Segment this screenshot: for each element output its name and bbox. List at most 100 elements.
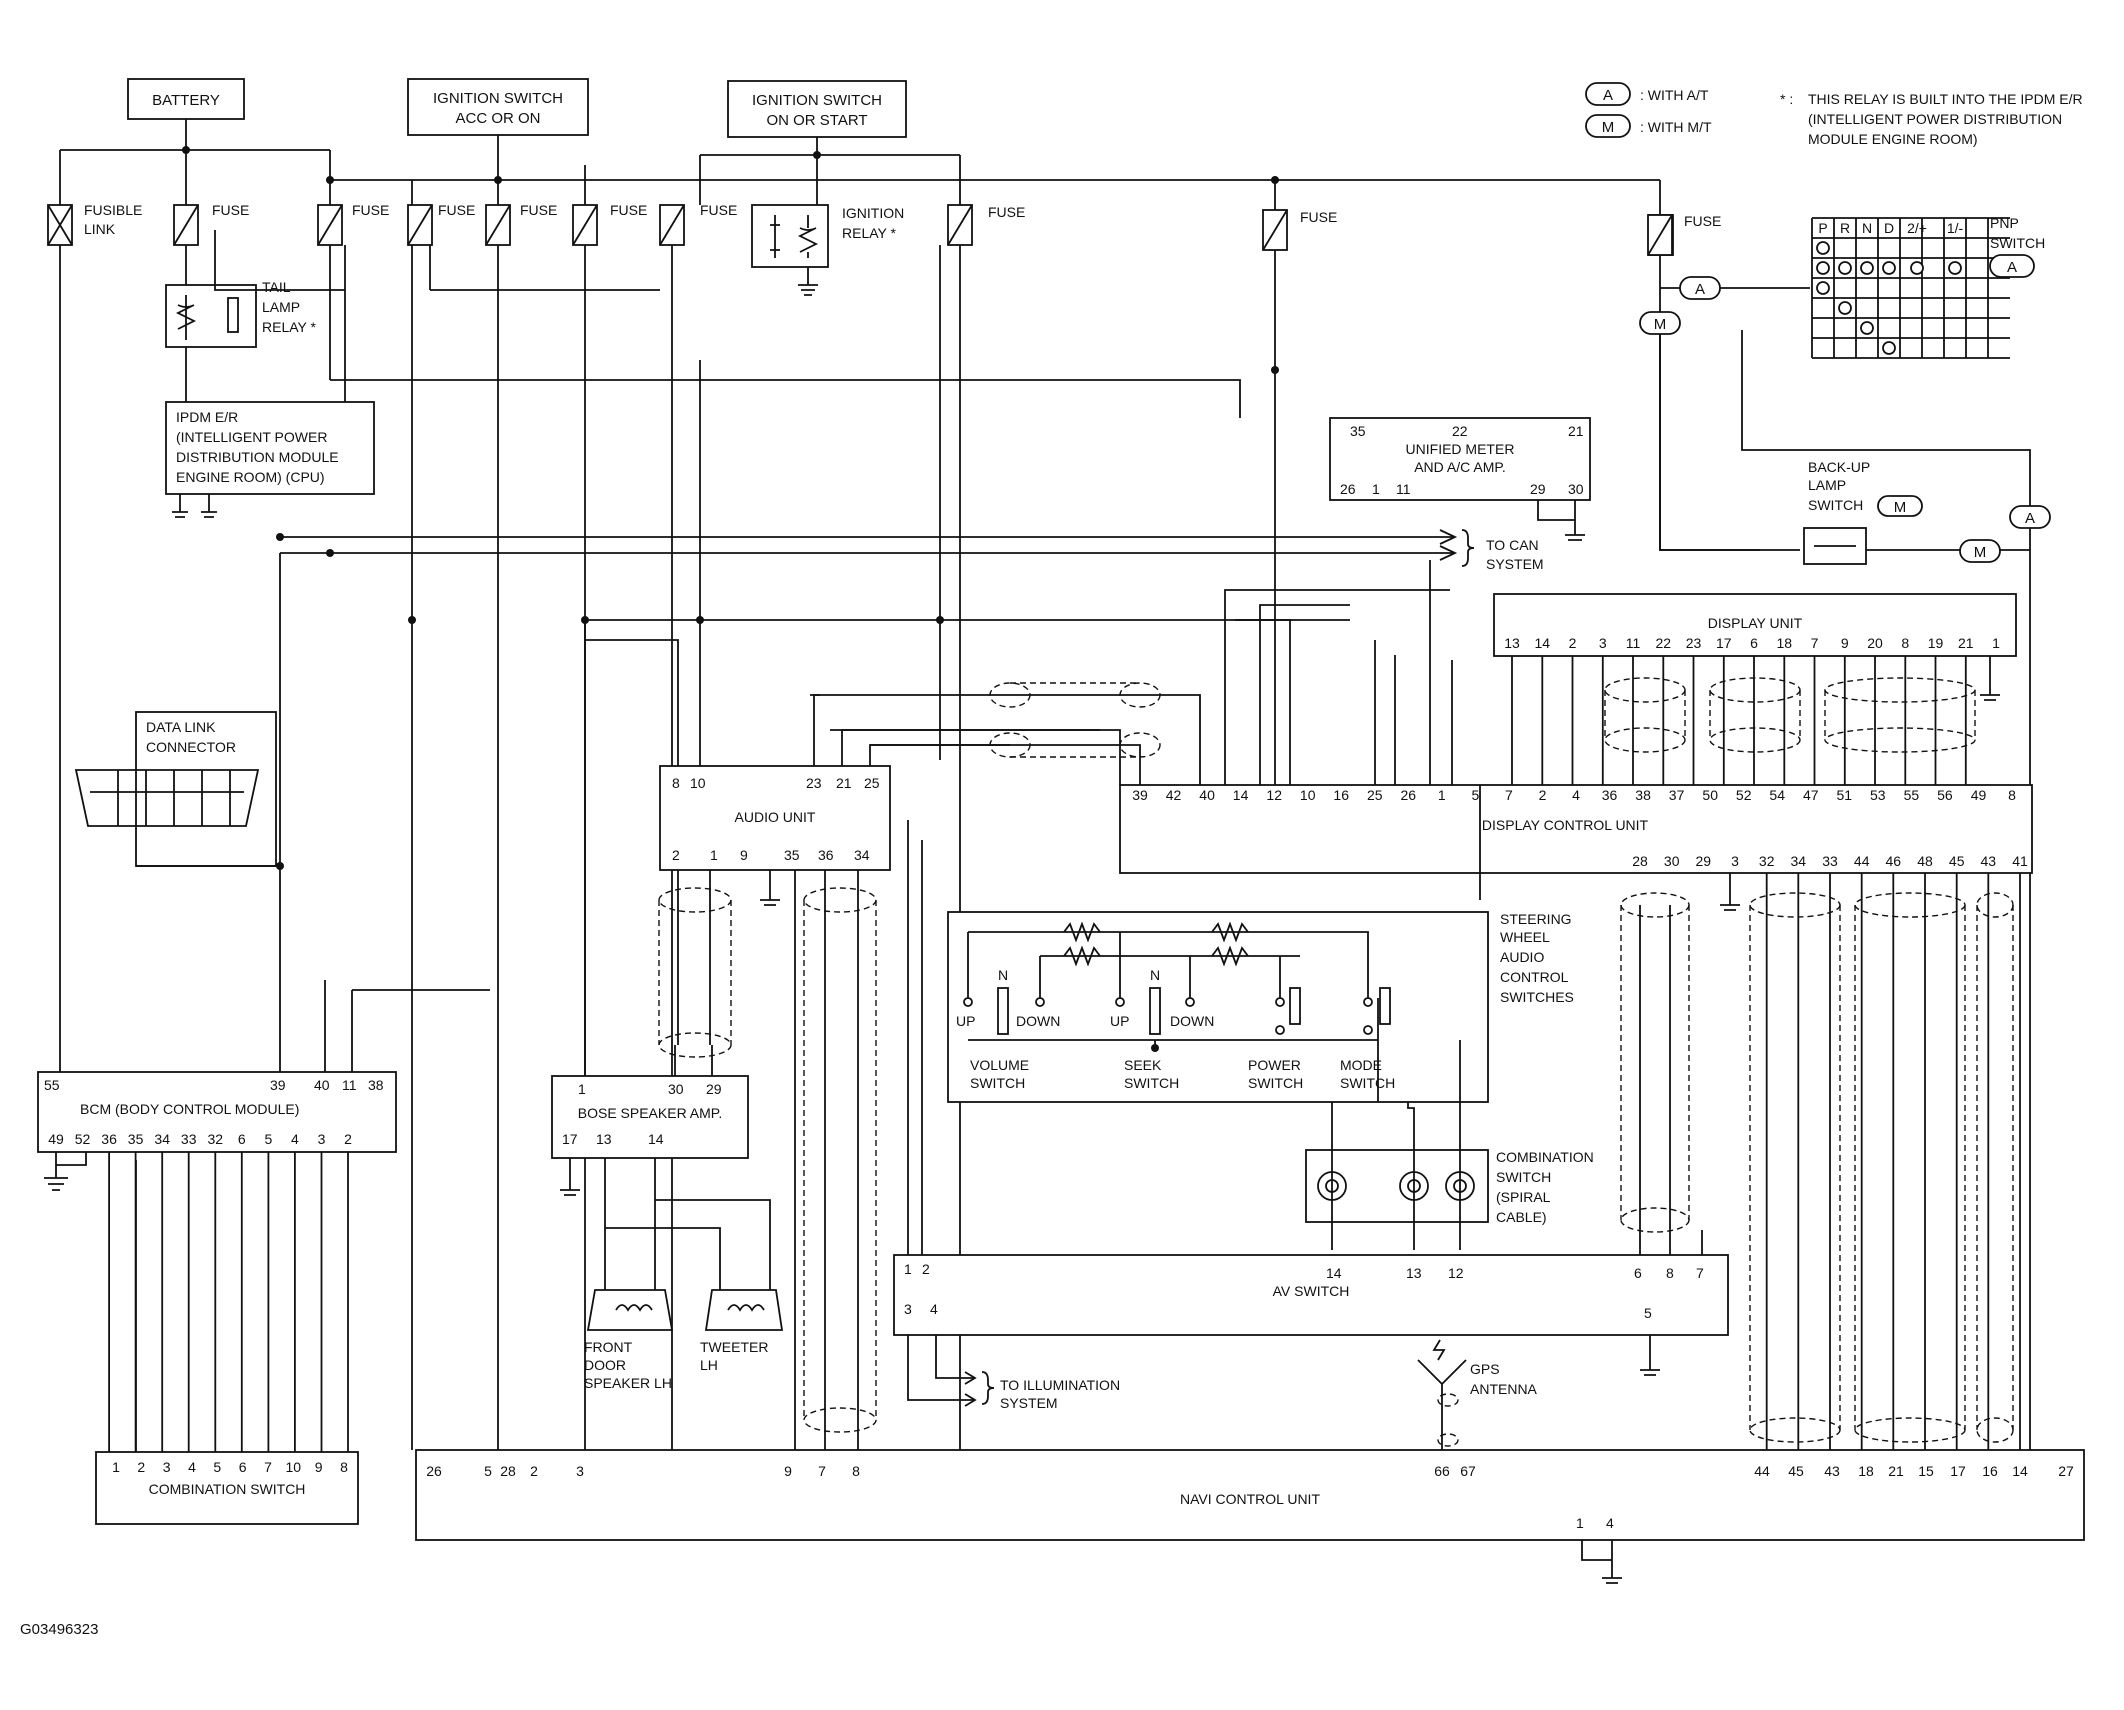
pnp-contact [1838,301,1852,315]
pin-label: 45 [1949,853,1965,869]
svg-text:A: A [2025,510,2035,527]
pin-label: 36 [1602,787,1618,803]
data-link-connector: DATA LINK CONNECTOR [74,711,277,867]
at-mt-tags: A M A M [1639,276,2051,563]
pin-label: 7 [264,1459,272,1475]
svg-text:SEEK: SEEK [1124,1057,1162,1073]
svg-text:8: 8 [672,775,680,791]
svg-text:ANTENNA: ANTENNA [1470,1381,1538,1397]
svg-text:FUSE: FUSE [988,204,1025,220]
pin-label: 41 [2012,853,2028,869]
svg-text:21: 21 [836,775,852,791]
pin-label: 17 [1716,635,1732,651]
pin-label: 43 [1824,1463,1840,1479]
svg-text:LH: LH [700,1357,718,1373]
pin-label: 7 [1811,635,1819,651]
svg-text:36: 36 [818,847,834,863]
svg-text:SWITCH: SWITCH [1124,1075,1179,1091]
pin-label: 39 [1132,787,1148,803]
front-door-speaker: FRONT DOOR SPEAKER LH [584,1289,674,1391]
pin-label: 5 [484,1463,492,1479]
pnp-contact [1838,261,1852,275]
svg-text:A: A [2007,259,2017,276]
pin-label: 28 [500,1463,516,1479]
pin-label: 50 [1702,787,1718,803]
svg-text:38: 38 [368,1077,384,1093]
svg-text:FUSE: FUSE [700,202,737,218]
legend-mt-text: : WITH M/T [1640,119,1712,135]
pnp-col-label: 2/+ [1907,220,1927,236]
pnp-col-label: P [1818,220,1827,236]
pnp-contact [1816,281,1830,295]
battery-box: BATTERY [127,78,245,120]
pin-label: 40 [1199,787,1215,803]
pnp-contact [1948,261,1962,275]
pin-label: 18 [1777,635,1793,651]
svg-text:30: 30 [668,1081,684,1097]
tweeter: TWEETER LH [700,1289,784,1373]
pnp-contact [1860,261,1874,275]
svg-text:RELAY *: RELAY * [262,319,317,335]
svg-text:1: 1 [578,1081,586,1097]
pin-label: 44 [1854,853,1870,869]
svg-text:DISTRIBUTION MODULE: DISTRIBUTION MODULE [176,449,339,465]
pin-label: 67 [1460,1463,1476,1479]
svg-text:34: 34 [854,847,870,863]
pin-label: 10 [286,1459,302,1475]
svg-text:ENGINE ROOM) (CPU): ENGINE ROOM) (CPU) [176,469,325,485]
svg-text:5: 5 [1644,1305,1652,1321]
legend-at-text: : WITH A/T [1640,87,1709,103]
pnp-contact [1882,261,1896,275]
legend-note-line: MODULE ENGINE ROOM) [1808,131,1978,147]
pnp-contact [1816,261,1830,275]
fuse-battery: FUSE [173,202,249,246]
pin-label: 14 [1233,787,1249,803]
svg-text:SWITCH: SWITCH [1808,497,1863,513]
svg-text:BOSE SPEAKER AMP.: BOSE SPEAKER AMP. [578,1105,722,1121]
svg-text:UP: UP [1110,1013,1129,1029]
pin-label: 32 [1759,853,1775,869]
svg-text:A: A [1695,281,1705,298]
can-lines: TO CAN SYSTEM [280,529,1544,572]
pin-label: 12 [1266,787,1282,803]
pin-label: 52 [1736,787,1752,803]
svg-text:9: 9 [740,847,748,863]
svg-text:DISPLAY UNIT: DISPLAY UNIT [1708,615,1803,631]
svg-text:WHEEL: WHEEL [1500,929,1550,945]
pin-label: 17 [1950,1463,1966,1479]
pin-label: 2 [344,1131,352,1147]
pin-label: 51 [1837,787,1853,803]
fuse-1: FUSE [317,202,389,246]
svg-text:VOLUME: VOLUME [970,1057,1029,1073]
svg-text:29: 29 [706,1081,722,1097]
svg-text:SPEAKER LH: SPEAKER LH [584,1375,672,1391]
svg-text:(SPIRAL: (SPIRAL [1496,1189,1551,1205]
pin-label: 1 [1992,635,2000,651]
svg-text:29: 29 [1530,481,1546,497]
svg-text:M: M [1894,499,1907,516]
svg-text:4: 4 [1606,1515,1614,1531]
pin-label: 55 [1904,787,1920,803]
fuse-6: FUSE [947,204,1025,246]
svg-text:FUSE: FUSE [438,202,475,218]
svg-text:MODE: MODE [1340,1057,1382,1073]
svg-text:SWITCH: SWITCH [1248,1075,1303,1091]
bose-amp: 1 30 29 BOSE SPEAKER AMP. 17 13 14 [551,1075,749,1159]
power-wires [59,245,1760,1450]
pin-label: 2 [1539,787,1547,803]
pin-label: 4 [188,1459,196,1475]
svg-text:FUSE: FUSE [1684,213,1721,229]
backup-lamp-switch: BACK-UP LAMP SWITCH M [1803,459,1923,565]
fuse-9: FUSE [1647,213,1721,256]
pin-label: 49 [1971,787,1987,803]
svg-text:ACC OR ON: ACC OR ON [455,110,540,127]
svg-text:IGNITION: IGNITION [842,205,904,221]
pin-label: 33 [1822,853,1838,869]
svg-text:17: 17 [562,1131,578,1147]
fuse-2: FUSE [407,202,475,246]
svg-text:1: 1 [710,847,718,863]
pin-label: 30 [1664,853,1680,869]
pin-label: 3 [1599,635,1607,651]
pin-label: 56 [1937,787,1953,803]
audio-shields [658,682,1161,1433]
